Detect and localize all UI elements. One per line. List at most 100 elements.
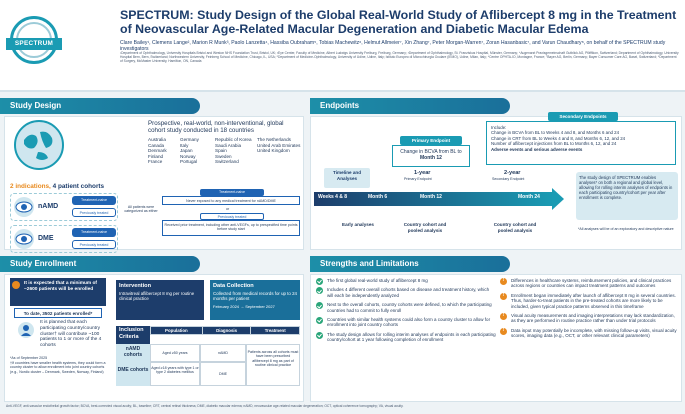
- enrolled-to-date: To date, 3502 patients enrolled*: [14, 308, 102, 318]
- people-icon: [18, 322, 34, 338]
- cohorts-title-b: 4 patient cohorts: [52, 183, 105, 190]
- year2-label: 2-year: [504, 170, 521, 176]
- inclusion-header-row: Population Diagnosis Treatment: [150, 326, 300, 335]
- secondary-item: Adverse events and serious adverse event…: [491, 146, 583, 152]
- tl-month24: Month 24: [518, 194, 540, 200]
- warning-icon: [500, 327, 507, 335]
- year1-sub: Primary Endpoint: [404, 177, 432, 181]
- tl-weeks: Weeks 4 & 8: [318, 194, 348, 200]
- timeline-label: Timeline and Analyses: [324, 168, 370, 188]
- primary-endpoint-label: Primary Endpoint: [400, 136, 462, 145]
- col-diagnosis: Diagnosis: [201, 326, 252, 335]
- namd-label: nAMD: [38, 203, 59, 210]
- enrollment-footnote2: †If countries have smaller health system…: [10, 361, 106, 374]
- end-date: September 2027: [245, 304, 275, 310]
- secondary-item: Change in CRT from BL to Weeks 4 and 8, …: [491, 135, 626, 141]
- limitation-text: Differences in healthcare systems, reimb…: [511, 278, 672, 289]
- year2-sub: Secondary Endpoint: [492, 177, 525, 181]
- data-collection-dates: February 2024 → September 2027: [213, 304, 275, 310]
- design-intro: Prospective, real-world, non-interventio…: [148, 120, 284, 135]
- data-collection-title: Data Collection: [213, 283, 254, 289]
- check-icon: [316, 331, 323, 339]
- abbreviations: Anti-VEGF, anti-vascular endothelial gro…: [6, 404, 404, 408]
- countries-col4: The Netherlands United Arab Emirates Uni…: [257, 137, 305, 154]
- data-collection-text: Collected from medical records for up to…: [213, 291, 297, 302]
- countries-col1: Australia Canada Denmark Finland France: [148, 137, 188, 165]
- secondary-endpoints-box: Include: Change in BCVA from BL to Weeks…: [486, 121, 676, 165]
- country-analysis-2: Country cohort and pooled analysis: [493, 222, 537, 233]
- countries-col3: Republic of Korea Saudi Arabia Spain Swe…: [215, 137, 265, 165]
- affiliations: ¹Department of Ophthalmology, University…: [120, 51, 679, 64]
- country: France: [148, 159, 163, 165]
- namd-previously: Previously treated: [72, 208, 116, 217]
- year1-label: 1-year: [414, 170, 431, 176]
- endpoints-heading: Endpoints: [310, 98, 510, 114]
- check-icon: [316, 287, 323, 295]
- and-word: and: [357, 259, 377, 268]
- countries-col2: Germany Italy Japan Norway Portugal: [180, 137, 215, 165]
- country: Italy: [180, 142, 189, 148]
- country: Finland: [148, 153, 164, 159]
- dme-cohort-box: [10, 225, 118, 253]
- limitation-text: Data input may potentially be incomplete…: [511, 327, 677, 339]
- tl-month6: Month 6: [368, 194, 388, 200]
- intervention-title: Intervention: [119, 283, 152, 289]
- cohorts-title-a: 2 indications,: [10, 183, 51, 190]
- treatment-criteria: Patients across all cohorts must have be…: [246, 344, 300, 386]
- all-patients-text: All patients were categorized as either: [124, 205, 158, 214]
- strengths-heading: Strengths and Limitations: [310, 256, 510, 272]
- strengths-word: Strengths: [320, 259, 358, 268]
- strength-item: The study design allows for rolling inte…: [316, 331, 496, 343]
- limitation-text: Visual acuity measurements and imaging i…: [511, 313, 675, 324]
- strength-item: Includes 4 different overall cohorts bas…: [316, 287, 496, 298]
- analysis-footnote: *All analyses will be of an exploratory …: [578, 227, 674, 231]
- authors: Clare Bailey¹, Clemens Lange², Marion R …: [120, 40, 666, 53]
- timeline-arrow-head: [552, 188, 564, 210]
- secondary-include: Include:: [491, 125, 507, 130]
- country: Switzerland: [215, 159, 239, 165]
- planned-text: It is planned that each participating co…: [40, 320, 102, 349]
- intervention-text: Intravitreal aflibercept 8 mg per routin…: [119, 291, 195, 302]
- strength-item: The first global real-world study of afl…: [316, 278, 496, 285]
- tl-month12: Month 12: [420, 194, 442, 200]
- limitation-item: Data input may potentially be incomplete…: [500, 327, 678, 339]
- strength-text: The first global real-world study of afl…: [327, 278, 428, 283]
- country: Spain: [215, 148, 227, 154]
- data-collection-box: Data Collection Collected from medical r…: [210, 280, 300, 320]
- naive-desc: Never exposed to any medical treatment f…: [162, 196, 300, 205]
- country: Republic of Korea: [215, 137, 252, 142]
- strength-text: Includes 4 different overall cohorts bas…: [327, 287, 490, 298]
- check-icon: [316, 302, 323, 310]
- row2-label: DME cohorts: [116, 362, 150, 386]
- secondary-item: Change in BCVA from BL to Weeks 4 and 8,…: [491, 130, 620, 136]
- country: United Arab Emirates: [257, 142, 301, 148]
- previously-header: Previously treated: [200, 213, 264, 220]
- country: Norway: [180, 153, 196, 159]
- limitation-text: Enrollment began immediately after launc…: [511, 292, 676, 309]
- country: The Netherlands: [257, 137, 291, 142]
- strength-item: Countries with similar health systems co…: [316, 317, 496, 328]
- strength-item: Next to the overall cohorts, country coh…: [316, 302, 496, 313]
- enrollment-footnote1: *As of September 2025: [10, 356, 48, 360]
- limitations-list: Differences in healthcare systems, reimb…: [500, 278, 678, 343]
- intervention-box: Intervention Intravitreal aflibercept 8 …: [116, 280, 204, 320]
- limitations-word: Limitations: [376, 259, 419, 268]
- naive-header: Treatment-naive: [200, 189, 264, 196]
- country-analysis-1: Country cohort and pooled analysis: [403, 222, 447, 233]
- inclusion-criteria-title: Inclusion Criteria: [116, 326, 150, 344]
- primary-endpoint-text: Change in BCVA from BL to: [400, 149, 462, 155]
- dme-label: DME: [38, 235, 54, 242]
- row2-diagnosis: DME: [200, 362, 246, 386]
- country: Canada: [148, 142, 165, 148]
- col-treatment: Treatment: [250, 326, 300, 335]
- study-enrollment-heading: Study Enrollment: [0, 256, 200, 272]
- early-analyses: Early analyses: [342, 222, 374, 227]
- cohorts-title: 2 indications, 4 patient cohorts: [10, 183, 150, 190]
- eye-icon: [14, 229, 34, 249]
- primary-endpoint-box: Change in BCVA from BL to Month 12: [392, 145, 470, 167]
- namd-cohort-box: [10, 193, 118, 221]
- row1-diagnosis: nAMD: [200, 344, 246, 362]
- study-design-heading: Study Design: [0, 98, 200, 114]
- alert-icon: [12, 281, 20, 289]
- col-population: Population: [150, 326, 203, 335]
